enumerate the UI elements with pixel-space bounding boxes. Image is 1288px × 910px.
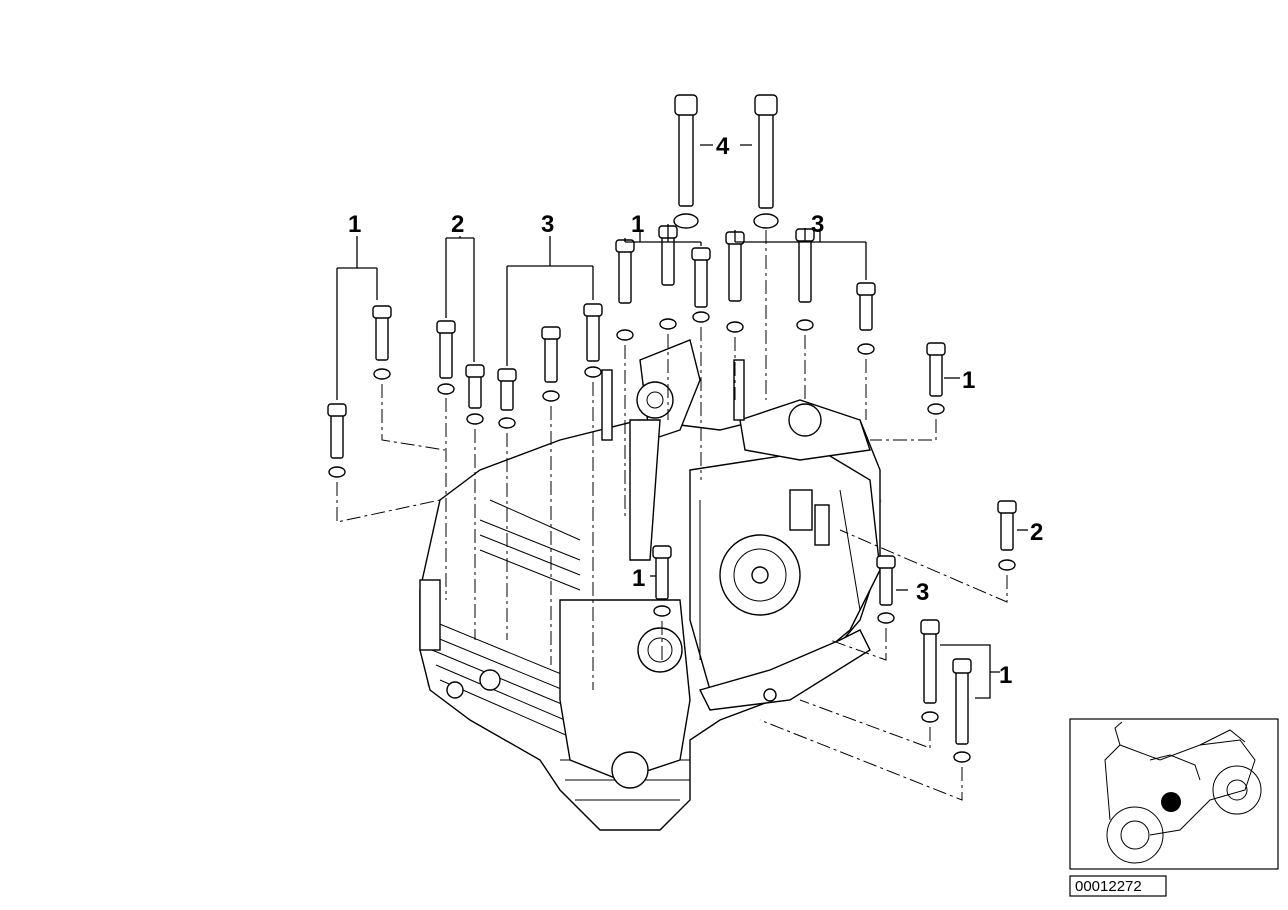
part-number: 00012272 <box>1075 878 1142 895</box>
callout-brackets <box>336 144 1028 699</box>
callout-2-right: 2 <box>1030 519 1043 546</box>
bolt-group-2-right <box>997 500 1017 571</box>
bolt-group-2 <box>436 320 485 425</box>
callout-1-top: 1 <box>631 211 644 238</box>
part-number-box: 00012272 <box>1069 875 1167 897</box>
callout-4: 4 <box>716 133 730 160</box>
callout-2-left: 2 <box>451 211 464 238</box>
callout-3-left: 3 <box>541 211 554 238</box>
bolt-group-1-right <box>926 342 946 415</box>
callout-3-top: 3 <box>811 211 824 238</box>
assembly-lines <box>336 230 1008 801</box>
bolt-group-4 <box>673 94 779 229</box>
bolt-group-1-left <box>327 305 392 478</box>
callout-3-lower: 3 <box>916 579 929 606</box>
bolt-group-1-top <box>615 225 711 341</box>
motorcycle-locator <box>1069 718 1279 870</box>
bolt-group-3-right <box>725 228 876 355</box>
callout-1-lower: 1 <box>999 662 1012 689</box>
bolt-group-3-lower <box>876 555 896 624</box>
bolt-group-3-left <box>497 303 603 429</box>
bolt-group-1-middle <box>652 545 672 617</box>
bolts <box>327 94 1017 763</box>
callout-1-left: 1 <box>348 211 361 238</box>
engine-crankcase <box>419 339 881 831</box>
callout-1-right: 1 <box>962 367 975 394</box>
callout-labels: 1 2 3 1 3 4 1 2 3 1 1 <box>348 133 1043 689</box>
callout-1-middle: 1 <box>632 565 645 592</box>
locator-dot <box>1161 792 1181 812</box>
motorcycle-icon <box>1104 721 1262 864</box>
bolt-group-1-lower <box>920 619 972 763</box>
